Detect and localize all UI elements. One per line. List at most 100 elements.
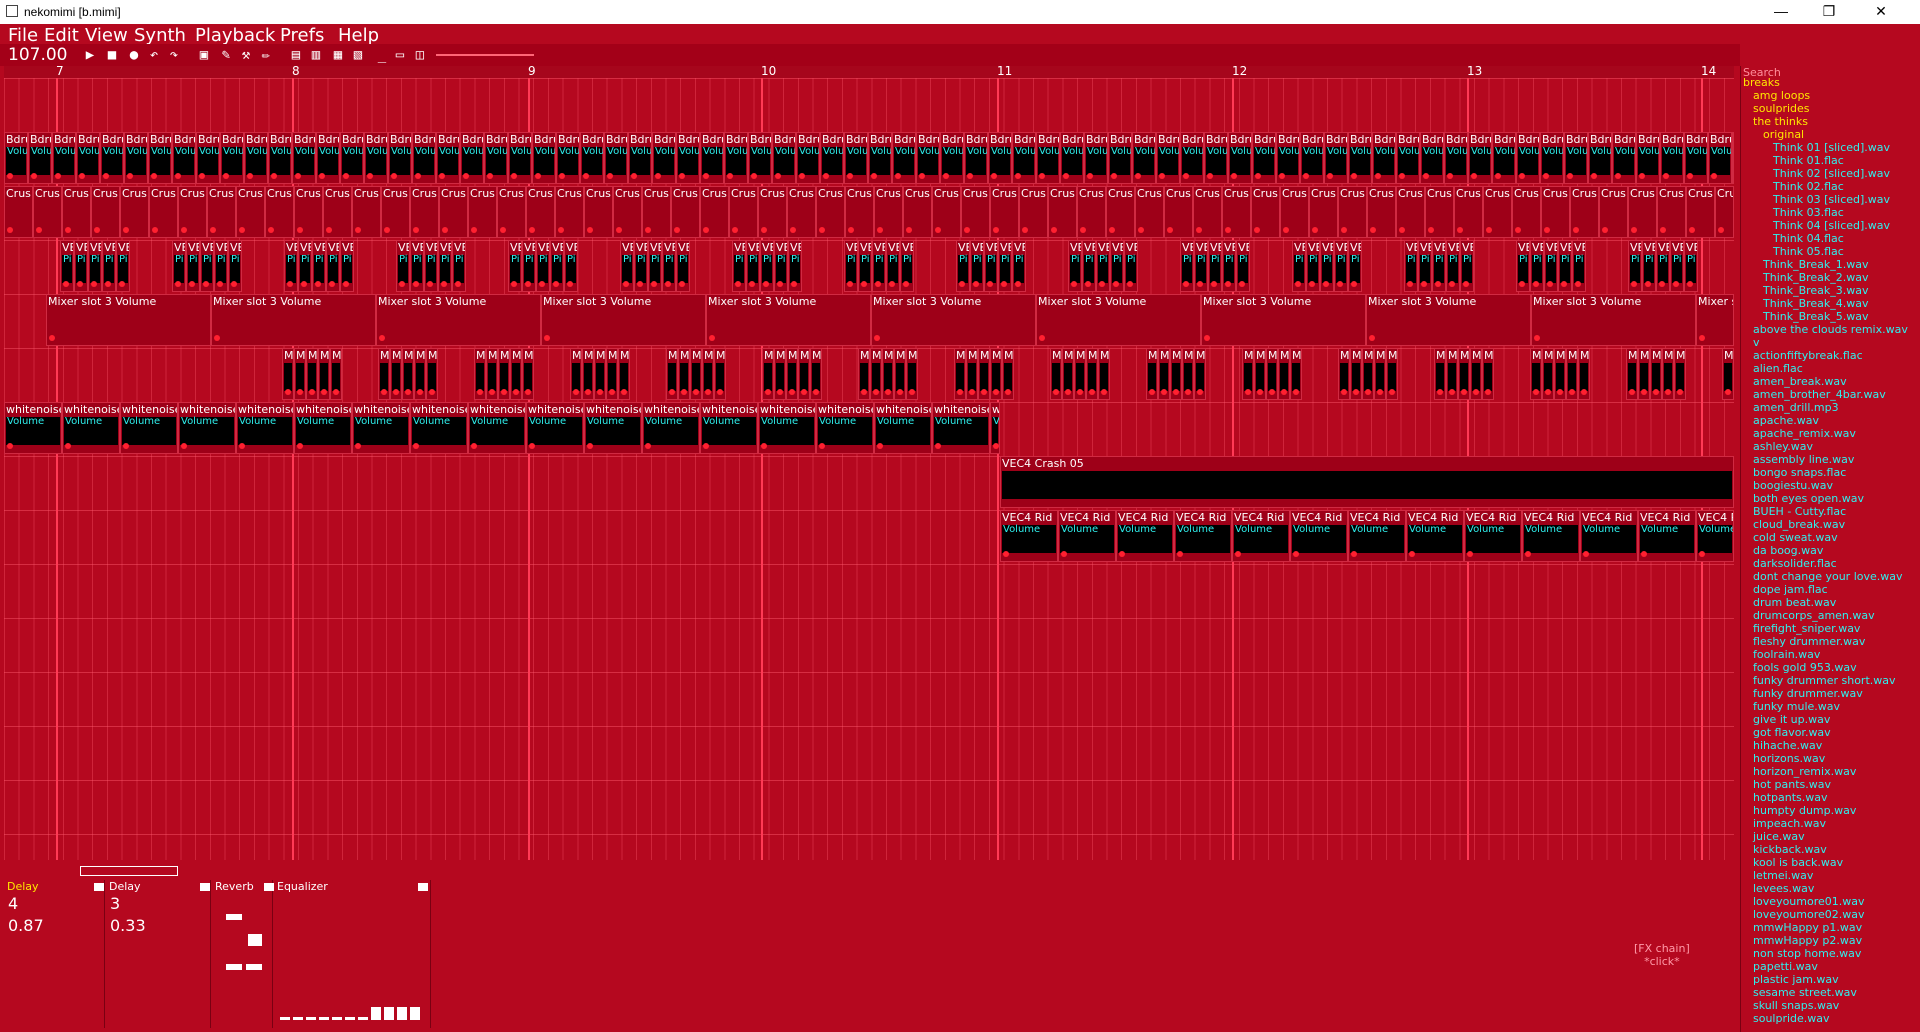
browser-file[interactable]: da boog.wav bbox=[1753, 544, 1824, 557]
automation-point[interactable] bbox=[623, 281, 629, 287]
pattern-clip[interactable]: Crus bbox=[439, 186, 468, 238]
automation-point[interactable] bbox=[607, 173, 613, 179]
pattern-clip[interactable]: Mi bbox=[954, 348, 966, 400]
automation-point[interactable] bbox=[885, 389, 891, 395]
automation-point[interactable] bbox=[553, 281, 559, 287]
pattern-clip[interactable]: BdrumVolu bbox=[316, 132, 340, 184]
pattern-clip[interactable]: Mixer slot 3 Volume bbox=[1531, 294, 1696, 346]
eq-band-slider[interactable] bbox=[332, 1017, 342, 1020]
pattern-clip[interactable]: Mi bbox=[618, 348, 630, 400]
automation-point[interactable] bbox=[973, 281, 979, 287]
browser-file[interactable]: kickback.wav bbox=[1753, 843, 1827, 856]
pattern-clip[interactable]: BdrumVolu bbox=[1636, 132, 1660, 184]
pattern-clip[interactable]: Crus bbox=[816, 186, 845, 238]
browser-file[interactable]: assembly line.wav bbox=[1753, 453, 1855, 466]
browser-file[interactable]: Think 04.flac bbox=[1773, 232, 1844, 245]
browser-file[interactable]: drumcorps_amen.wav bbox=[1753, 609, 1875, 622]
automation-point[interactable] bbox=[1039, 173, 1045, 179]
automation-point[interactable] bbox=[669, 389, 675, 395]
pattern-clip[interactable]: Mi bbox=[330, 348, 342, 400]
pattern-clip[interactable]: Mi bbox=[786, 348, 798, 400]
automation-point[interactable] bbox=[1486, 227, 1492, 233]
pattern-clip[interactable]: BdrumVolu bbox=[1180, 132, 1204, 184]
automation-point[interactable] bbox=[544, 335, 550, 341]
automation-point[interactable] bbox=[1463, 281, 1469, 287]
pattern-clip[interactable]: BdrumVolu bbox=[484, 132, 508, 184]
automation-point[interactable] bbox=[645, 227, 651, 233]
pattern-clip[interactable]: VEVEPi bbox=[1460, 240, 1474, 292]
automation-point[interactable] bbox=[123, 227, 129, 233]
pattern-clip[interactable]: VEVEPi bbox=[676, 240, 690, 292]
automation-point[interactable] bbox=[231, 281, 237, 287]
automation-point[interactable] bbox=[1399, 227, 1405, 233]
automation-point[interactable] bbox=[1099, 281, 1105, 287]
automation-point[interactable] bbox=[119, 281, 125, 287]
automation-point[interactable] bbox=[287, 281, 293, 287]
pattern-clip[interactable]: BdrumVolu bbox=[1396, 132, 1420, 184]
pattern-clip[interactable]: Mi bbox=[1338, 348, 1350, 400]
pattern-clip[interactable]: Crus bbox=[1628, 186, 1657, 238]
pattern-clip[interactable]: BdrumVolu bbox=[460, 132, 484, 184]
automation-point[interactable] bbox=[355, 227, 361, 233]
automation-point[interactable] bbox=[732, 227, 738, 233]
pattern-clip[interactable]: VEVEPi bbox=[298, 240, 312, 292]
automation-point[interactable] bbox=[1461, 389, 1467, 395]
pattern-clip[interactable]: VEVEPi bbox=[424, 240, 438, 292]
automation-point[interactable] bbox=[1689, 227, 1695, 233]
pattern-clip[interactable]: Crus bbox=[1541, 186, 1570, 238]
fx-delay-1[interactable]: Delay 4 0.87 bbox=[4, 880, 105, 1028]
automation-point[interactable] bbox=[906, 227, 912, 233]
pattern-clip[interactable]: VEVEPi bbox=[844, 240, 858, 292]
pattern-clip[interactable]: Mi bbox=[1374, 348, 1386, 400]
pattern-clip[interactable]: Mi bbox=[414, 348, 426, 400]
undo-icon[interactable]: ↶ bbox=[149, 47, 159, 63]
pattern-clip[interactable]: Mixer slot 3 Volume bbox=[541, 294, 706, 346]
automation-point[interactable] bbox=[429, 389, 435, 395]
browser-folder[interactable]: soulprides bbox=[1753, 102, 1810, 115]
browser-file[interactable]: fleshy drummer.wav bbox=[1753, 635, 1866, 648]
pattern-clip[interactable]: Mi bbox=[498, 348, 510, 400]
automation-point[interactable] bbox=[7, 443, 13, 449]
browser-file[interactable]: got flavor.wav bbox=[1753, 726, 1831, 739]
pattern-clip[interactable]: Mi bbox=[1554, 348, 1566, 400]
pattern-clip[interactable]: Mixer slot 3 Volume bbox=[1201, 294, 1366, 346]
pattern-clip[interactable]: BdrumVolu bbox=[148, 132, 172, 184]
pattern-clip[interactable]: Mi bbox=[978, 348, 990, 400]
pattern-clip[interactable]: BdrumVolu bbox=[388, 132, 412, 184]
automation-point[interactable] bbox=[847, 281, 853, 287]
browser-file[interactable]: ashley.wav bbox=[1753, 440, 1813, 453]
eq-band-slider[interactable] bbox=[371, 1007, 381, 1020]
stop-icon[interactable]: ■ bbox=[107, 47, 117, 63]
automation-point[interactable] bbox=[1519, 173, 1525, 179]
pattern-clip[interactable]: BdrumVolu bbox=[436, 132, 460, 184]
automation-point[interactable] bbox=[1101, 389, 1107, 395]
automation-point[interactable] bbox=[214, 335, 220, 341]
automation-point[interactable] bbox=[1370, 227, 1376, 233]
automation-point[interactable] bbox=[655, 173, 661, 179]
pattern-clip[interactable]: VEVEPi bbox=[88, 240, 102, 292]
automation-point[interactable] bbox=[79, 173, 85, 179]
browser-folder[interactable]: amg loops bbox=[1753, 89, 1811, 102]
pattern-clip[interactable]: Mixer slot 3 Volume bbox=[46, 294, 211, 346]
automation-point[interactable] bbox=[1204, 335, 1210, 341]
automation-point[interactable] bbox=[889, 281, 895, 287]
pattern-clip[interactable]: Mixer slot 3 Volume bbox=[1366, 294, 1531, 346]
automation-point[interactable] bbox=[651, 281, 657, 287]
pattern-clip[interactable]: Crus bbox=[265, 186, 294, 238]
pattern-clip[interactable]: VEVEPi bbox=[1194, 240, 1208, 292]
automation-point[interactable] bbox=[301, 281, 307, 287]
pattern-clip[interactable]: Crus bbox=[758, 186, 787, 238]
fx-equalizer[interactable]: Equalizer bbox=[274, 880, 431, 1028]
pattern-clip[interactable]: Crus bbox=[671, 186, 700, 238]
pattern-clip[interactable]: BdrumVolu bbox=[268, 132, 292, 184]
tempo-display[interactable]: 107.00 bbox=[8, 45, 68, 65]
pattern-clip[interactable]: Mi bbox=[990, 348, 1002, 400]
automation-point[interactable] bbox=[1545, 389, 1551, 395]
pattern-clip[interactable]: Mi bbox=[1050, 348, 1062, 400]
pattern-clip[interactable]: Mi bbox=[1470, 348, 1482, 400]
automation-point[interactable] bbox=[1557, 389, 1563, 395]
automation-point[interactable] bbox=[761, 227, 767, 233]
automation-point[interactable] bbox=[763, 281, 769, 287]
